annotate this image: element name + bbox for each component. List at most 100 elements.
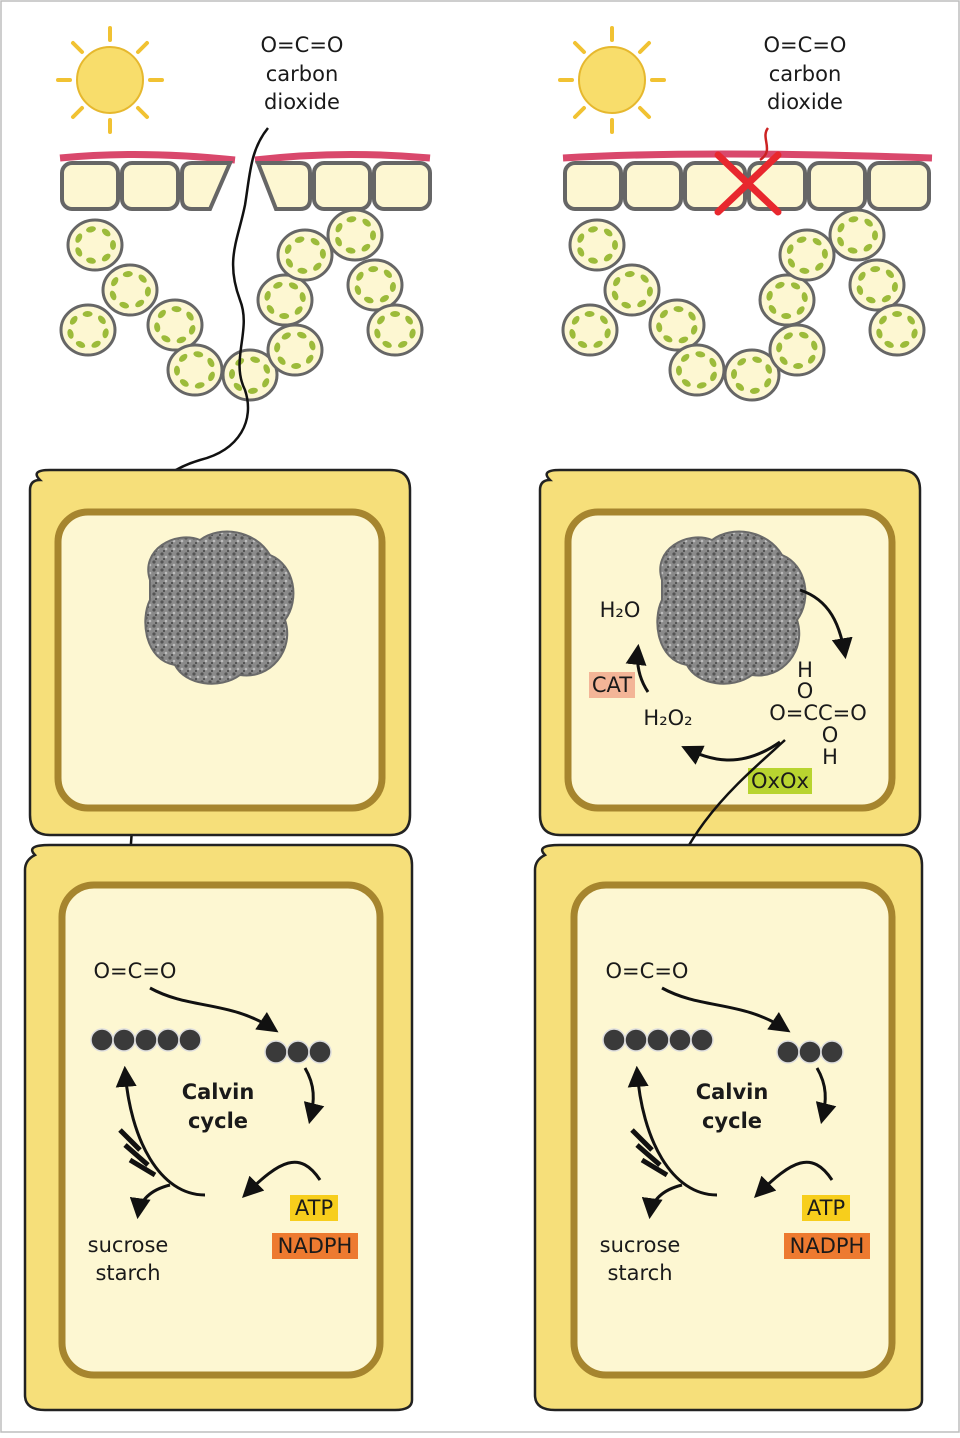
chloroplast-left — [110, 240, 116, 250]
chloroplast-right — [680, 353, 690, 362]
product-line1-right: sucrose — [600, 1233, 681, 1257]
left-panel: O=C=O carbon dioxide — [23, 26, 432, 1412]
chloroplast-right — [779, 356, 788, 365]
chloroplast-left — [161, 335, 171, 343]
chloroplast-right — [899, 340, 910, 348]
chloroplast-right — [775, 281, 785, 289]
chloroplast-right — [663, 335, 673, 343]
product-line1-left: sucrose — [88, 1233, 169, 1257]
chloroplast-left — [228, 369, 236, 379]
product-line2-right: starch — [607, 1261, 672, 1285]
oxox-badge — [748, 768, 812, 794]
chloroplast-right — [790, 282, 801, 290]
chloroplast-right — [730, 369, 738, 379]
mesophyll-left — [59, 208, 424, 402]
chloroplast-right — [884, 340, 894, 348]
chloroplast-left — [233, 382, 243, 391]
chloroplast-right — [892, 311, 903, 317]
chloroplast-left — [157, 309, 166, 319]
chloroplast-left — [284, 244, 292, 254]
chloroplast-left — [379, 295, 389, 303]
chloroplast-right — [599, 315, 608, 325]
chloroplast-right — [577, 233, 585, 243]
chloroplast-right — [847, 247, 858, 254]
chloroplast-right — [766, 290, 773, 301]
chloroplast-right — [764, 378, 772, 388]
chloroplast-right — [681, 379, 691, 387]
chloroplast-left — [273, 281, 283, 289]
chloroplast-right — [870, 266, 881, 273]
chloroplast-right — [695, 351, 706, 358]
chloroplast-right — [710, 371, 717, 382]
chloroplast-left — [335, 223, 343, 233]
oxalate-formula: O=CC=O — [769, 701, 867, 725]
chloroplast-left — [368, 266, 379, 273]
chloroplast-left — [154, 322, 161, 333]
chloroplast-right — [765, 364, 773, 374]
chloroplast-right — [709, 357, 717, 368]
chloroplast-left — [335, 236, 343, 247]
chloroplast-right — [787, 258, 796, 268]
chloroplast-left — [144, 286, 151, 297]
mesophyll-right — [561, 208, 926, 402]
chloroplast-left — [171, 306, 182, 313]
chloroplast-right — [801, 292, 808, 303]
chloroplast-right — [885, 269, 894, 278]
chloroplast-left — [297, 267, 308, 274]
chloroplast-right — [603, 228, 613, 237]
co2-formula-calvin-right: O=C=O — [606, 959, 689, 983]
chloroplast-left — [247, 387, 258, 394]
chloroplast-left — [101, 253, 111, 262]
chloroplast-right — [690, 324, 698, 335]
upper-cell-left — [28, 468, 412, 837]
chloroplast-left — [82, 310, 93, 318]
chloroplast-left — [305, 354, 314, 364]
co2-label-line2-left: dioxide — [264, 90, 340, 114]
chloroplast-left — [310, 237, 320, 246]
oxalate-o-top: O — [797, 679, 814, 703]
chloroplast-left — [263, 364, 271, 374]
blocked-co2-path-right — [759, 127, 770, 162]
chloroplast-right — [675, 365, 683, 376]
chloroplast-left — [262, 378, 270, 388]
chloroplast-right — [864, 218, 873, 227]
chloroplast-right — [821, 248, 828, 259]
cuticle-left — [59, 150, 431, 164]
chloroplast-right — [815, 262, 824, 271]
rubisco-protein-left — [144, 530, 295, 685]
chloroplast-left — [97, 315, 106, 325]
chloroplast-right — [588, 257, 598, 264]
oxalate-o-bottom: O — [822, 723, 839, 747]
chloroplast-right — [659, 309, 668, 319]
atp-badge-right — [802, 1195, 850, 1221]
chloroplast-left — [194, 382, 205, 389]
chloroplast-right — [646, 286, 653, 297]
chloroplast-left — [186, 311, 194, 321]
chloroplast-right — [856, 285, 864, 295]
calvin-label-line1-right: Calvin — [696, 1080, 769, 1104]
chloroplast-left — [405, 315, 413, 325]
chloroplast-right — [604, 328, 611, 339]
chloroplast-right — [637, 299, 647, 308]
chloroplast-left — [75, 341, 86, 348]
calvin-label-line1-left: Calvin — [182, 1080, 255, 1104]
epidermis-left — [60, 161, 432, 211]
chloroplast-left — [179, 379, 189, 387]
chloroplast-left — [363, 296, 374, 304]
chloroplast-left — [250, 356, 260, 363]
chloroplast-left — [101, 228, 111, 237]
chloroplast-right — [812, 237, 822, 246]
chloroplast-left — [397, 340, 408, 348]
chloroplast-right — [881, 295, 891, 303]
chloroplast-right — [879, 315, 887, 325]
chloroplast-left — [313, 262, 322, 271]
c3-chain-left — [264, 1040, 332, 1064]
chloroplast-right — [640, 274, 649, 283]
chloroplast-left — [69, 315, 78, 325]
chloroplast-left — [377, 315, 385, 325]
chloroplast-right — [584, 310, 595, 318]
chloroplast-left — [285, 258, 294, 268]
chloroplast-right — [776, 342, 783, 353]
oxalate-h-bottom: H — [822, 745, 838, 769]
